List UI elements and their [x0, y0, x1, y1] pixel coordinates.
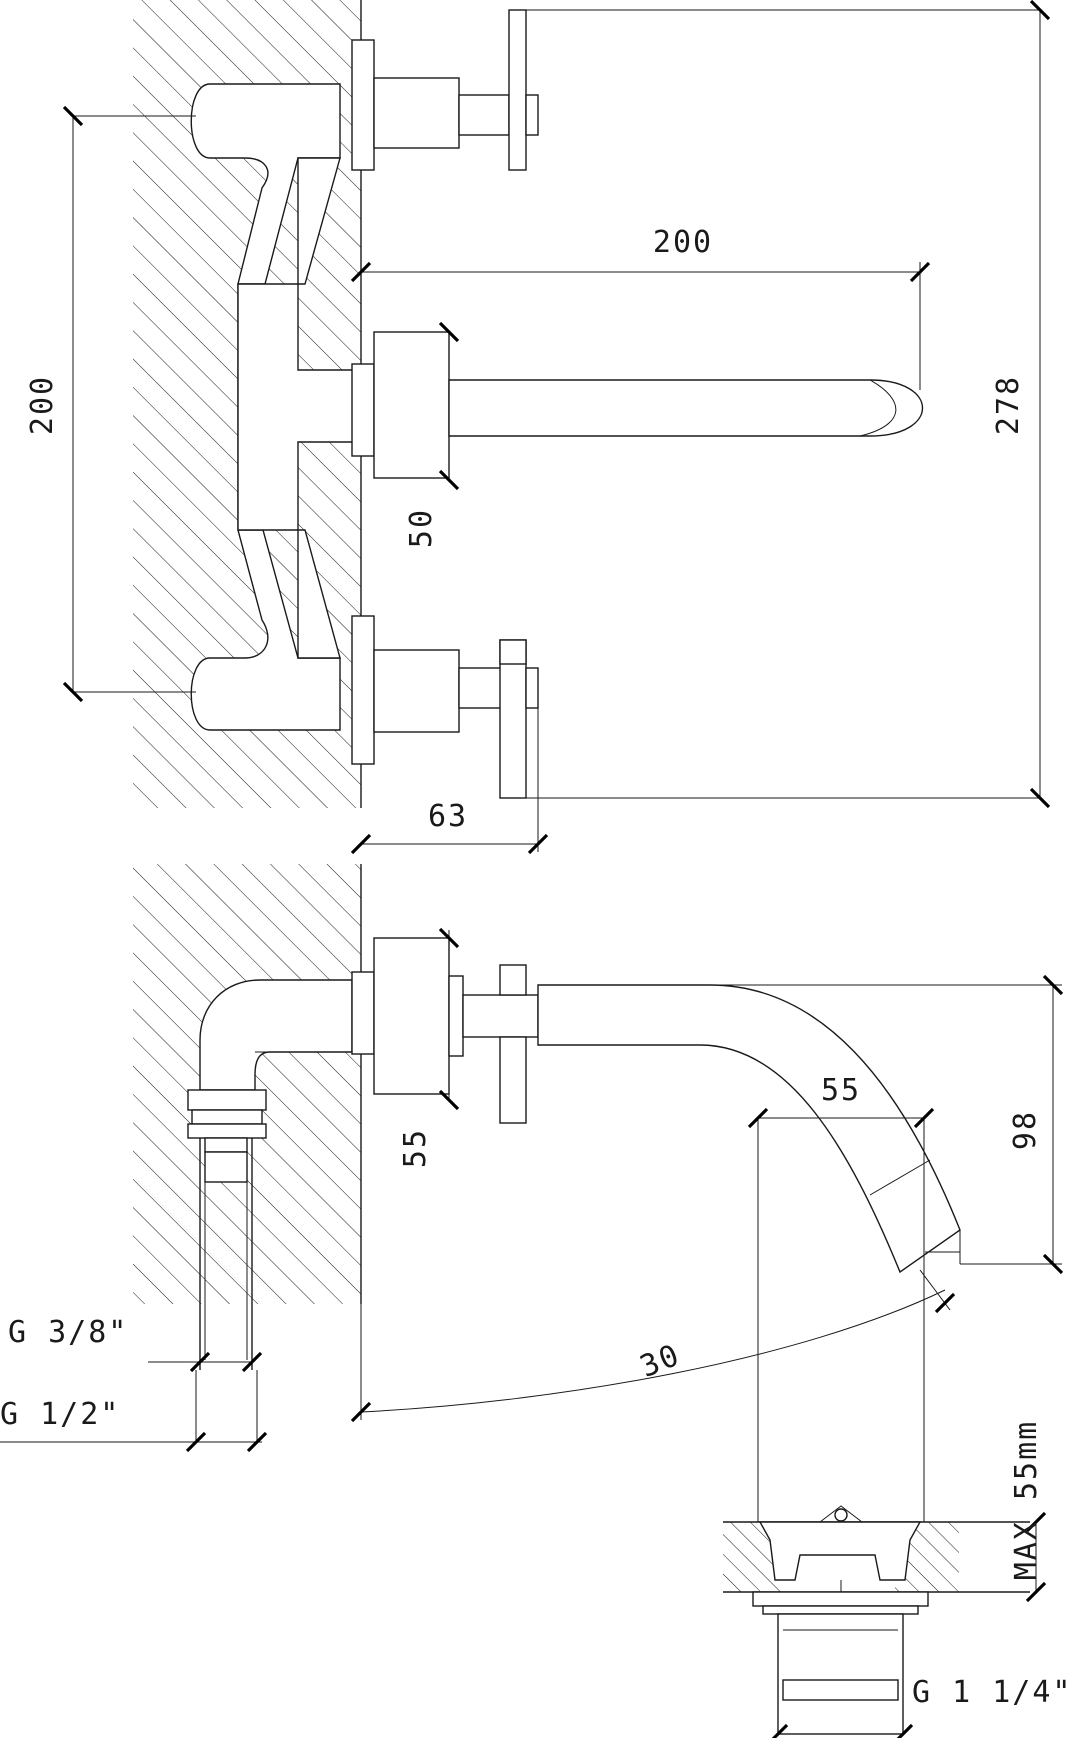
dimension-spout-reach: 200	[350, 225, 931, 390]
dimension-spout-reach-label: 200	[653, 225, 713, 260]
dimension-inlet-spacing: 200	[25, 105, 196, 703]
upper-handle	[351, 9, 539, 171]
dimension-spout-angle-label: 30	[635, 1337, 685, 1384]
concealed-body	[190, 83, 362, 731]
front-view: 278 200 200 50	[25, 0, 1051, 855]
thread-large-label: G 1/2"	[0, 1397, 120, 1432]
thread-waste-label: G 1 1/4"	[912, 1675, 1073, 1710]
dimension-overall-height-label: 278	[991, 375, 1026, 435]
dimension-side-flange: 55	[374, 927, 460, 1168]
dimension-handle-projection: 63	[350, 708, 549, 855]
dimension-spout-drop: 98	[710, 974, 1064, 1275]
thread-small-label: G 3/8"	[8, 1315, 128, 1350]
waste-detail: 55 MAX 55mm G 1 1/4"	[723, 1073, 1073, 1738]
side-spout	[537, 984, 961, 1274]
dimension-handle-projection-label: 63	[428, 799, 468, 834]
inlet-thread-callouts: G 3/8" G 1/2"	[0, 1315, 268, 1453]
dimension-spout-drop-label: 98	[1008, 1110, 1043, 1150]
dimension-spout-flange-label: 50	[404, 508, 439, 548]
dimension-max-thickness-label: MAX 55mm	[1009, 1420, 1044, 1581]
dimension-inlet-spacing-label: 200	[25, 375, 60, 435]
side-handle	[351, 937, 539, 1124]
dimension-side-flange-label: 55	[398, 1128, 433, 1168]
lower-handle	[351, 615, 539, 799]
dimension-spout-flange: 50	[404, 321, 460, 548]
side-elbow-body	[187, 979, 353, 1370]
dimension-waste-width-label: 55	[821, 1073, 861, 1108]
dimension-overall-height: 278	[526, 0, 1051, 809]
front-spout	[351, 331, 924, 479]
side-view: 55 98 30 G 3/8"	[0, 864, 1064, 1453]
dimension-spout-angle: 30	[350, 1269, 956, 1423]
